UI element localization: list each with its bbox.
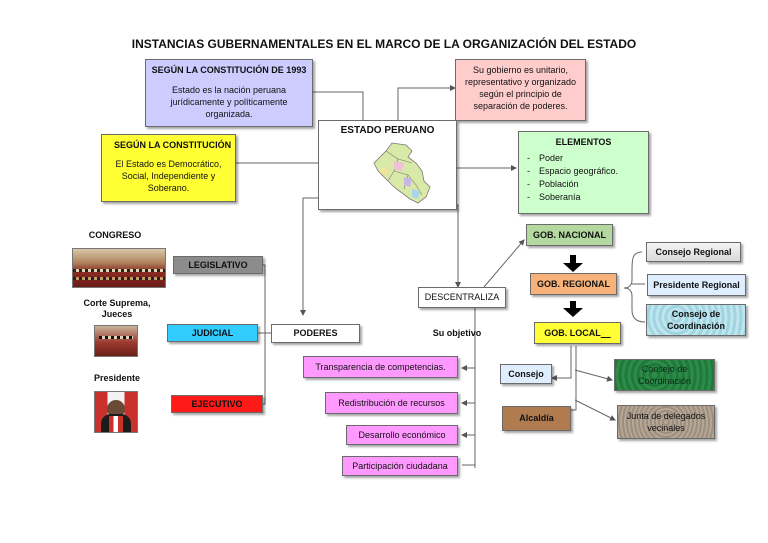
- congreso-photo: [72, 248, 166, 288]
- constitucion-box: SEGÚN LA CONSTITUCIÓN El Estado es Democ…: [101, 134, 236, 202]
- gob-regional-box: GOB. REGIONAL: [530, 273, 617, 295]
- elementos-header: ELEMENTOS: [555, 137, 612, 147]
- presidente-regional-box: Presidente Regional: [647, 274, 746, 296]
- elementos-box: ELEMENTOS Poder Espacio geográfico. Pobl…: [518, 131, 649, 214]
- gob-nacional-box: GOB. NACIONAL: [526, 224, 613, 246]
- objetivo-item: Redistribución de recursos: [325, 392, 458, 414]
- descentraliza-box: DESCENTRALIZA: [418, 287, 506, 308]
- objetivo-item: Transparencia de competencias.: [303, 356, 458, 378]
- gob-local-label: GOB. LOCAL: [544, 328, 601, 338]
- consejo-local-box: Consejo: [500, 364, 552, 384]
- objetivo-item: Desarrollo económico: [346, 425, 458, 445]
- elementos-list: Poder Espacio geográfico. Población Sobe…: [519, 152, 648, 204]
- su-objetivo-label: Su objetivo: [432, 328, 482, 338]
- alcaldia-box: Alcaldía: [502, 406, 571, 431]
- elementos-item: Espacio geográfico.: [539, 165, 648, 178]
- constitucion-1993-header: SEGÚN LA CONSTITUCIÓN DE 1993: [151, 65, 307, 75]
- corte-photo: [94, 325, 138, 357]
- congreso-label: CONGRESO: [88, 230, 142, 240]
- gobierno-box: Su gobierno es unitario, representativo …: [455, 59, 586, 121]
- gob-local-box: GOB. LOCAL: [534, 322, 621, 344]
- legislativo-box: LEGISLATIVO: [173, 256, 263, 274]
- elementos-item: Población: [539, 178, 648, 191]
- constitucion-1993-box: SEGÚN LA CONSTITUCIÓN DE 1993 Estado es …: [145, 59, 313, 127]
- consejo-regional-box: Consejo Regional: [646, 242, 741, 262]
- constitucion-text: El Estado es Democrático, Social, Indepe…: [115, 159, 222, 193]
- corte-label: Corte Suprema, Jueces: [83, 298, 151, 319]
- peru-map-icon: [373, 142, 431, 204]
- estado-peruano-title: ESTADO PERUANO: [340, 125, 435, 136]
- estado-peruano-box: ESTADO PERUANO: [318, 120, 457, 210]
- constitucion-header: SEGÚN LA CONSTITUCIÓN: [114, 140, 232, 150]
- presidente-label: Presidente: [93, 373, 141, 383]
- poderes-box: PODERES: [271, 324, 360, 343]
- elementos-item: Poder: [539, 152, 648, 165]
- judicial-box: JUDICIAL: [167, 324, 258, 342]
- constitucion-1993-text: Estado es la nación peruana jurídicament…: [170, 85, 288, 119]
- consejo-coordinacion-local-box: Consejo de Coordinación: [614, 359, 715, 391]
- page-title: INSTANCIAS GUBERNAMENTALES EN EL MARCO D…: [131, 37, 637, 51]
- junta-delegados-box: Junta de delegados vecinales: [617, 405, 715, 439]
- elementos-item: Soberanía: [539, 191, 648, 204]
- presidente-photo: [94, 391, 138, 433]
- ejecutivo-box: EJECUTIVO: [171, 395, 263, 413]
- objetivo-item: Participación ciudadana: [342, 456, 458, 476]
- consejo-coordinacion-regional-box: Consejo de Coordinación: [646, 304, 746, 336]
- gobierno-text: Su gobierno es unitario, representativo …: [464, 65, 577, 111]
